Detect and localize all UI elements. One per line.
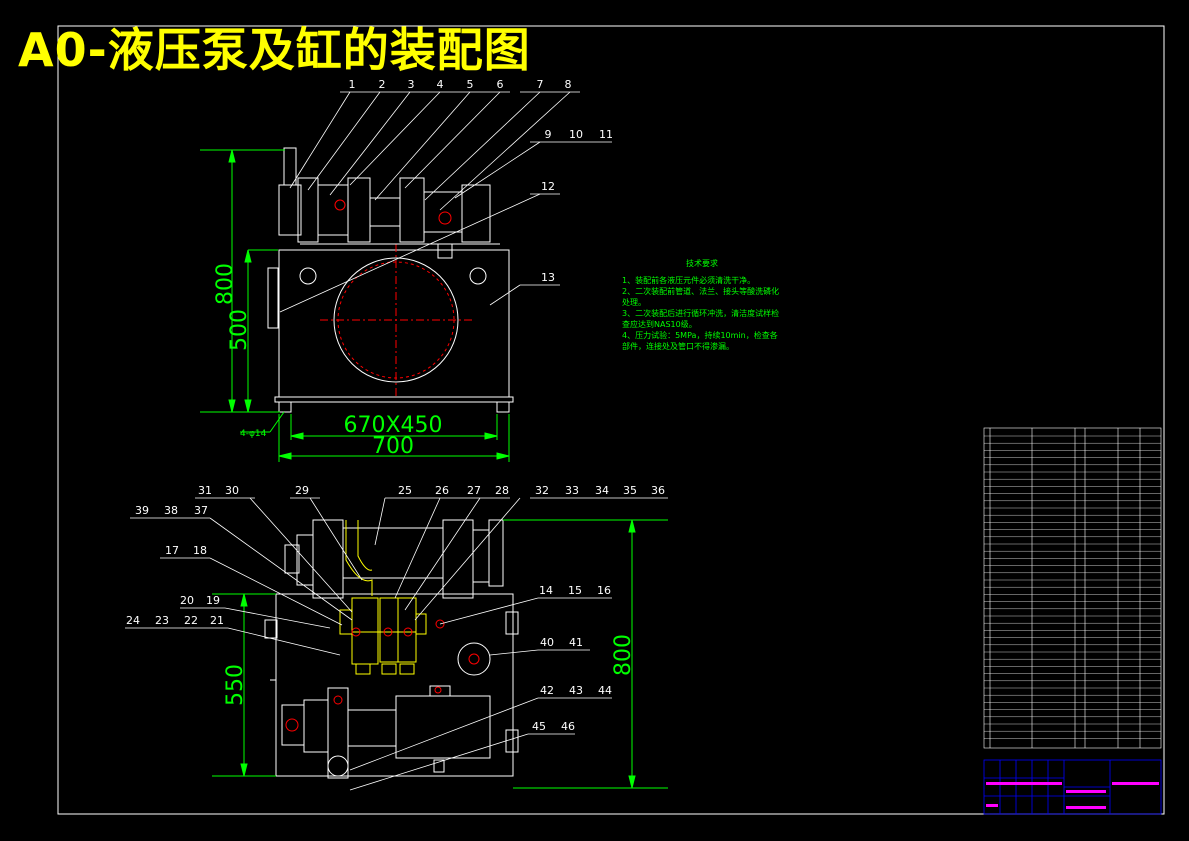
bottom-callout-43: 43 (569, 684, 583, 697)
bottom-callout-28: 28 (495, 484, 509, 497)
top-callout-4: 4 (437, 78, 444, 91)
bottom-callout-19: 19 (206, 594, 220, 607)
bottom-callout-23: 23 (155, 614, 169, 627)
bottom-callout-45: 45 (532, 720, 546, 733)
parts-list (983, 427, 1162, 749)
dim-height-tank-top: 500 (227, 309, 252, 351)
bottom-callout-36: 36 (651, 484, 665, 497)
bottom-callout-31: 31 (198, 484, 212, 497)
port-40 (457, 642, 491, 676)
top-callout-5: 5 (467, 78, 474, 91)
bottom-callout-32: 32 (535, 484, 549, 497)
dim-tank-size: 670X450 (343, 413, 442, 438)
bottom-view-dimensions (212, 519, 668, 789)
bottom-callout-37: 37 (194, 504, 208, 517)
dim-height-total-bottom: 800 (611, 634, 636, 676)
top-callout-8: 8 (565, 78, 572, 91)
top-callout-10: 10 (569, 128, 583, 141)
bottom-callout-35: 35 (623, 484, 637, 497)
bottom-callout-20: 20 (180, 594, 194, 607)
bottom-callout-33: 33 (565, 484, 579, 497)
bottom-callout-34: 34 (595, 484, 609, 497)
technical-requirement-1: 1、装配前各液压元件必须清洗干净。 (622, 276, 756, 285)
technical-requirement-3: 3、二次装配后进行循环冲洗，清洁度试样检查应达到NAS10级。 (622, 309, 780, 329)
bottom-callout-42: 42 (540, 684, 554, 697)
bottom-callout-21: 21 (210, 614, 224, 627)
top-callout-1: 1 (349, 78, 356, 91)
top-callout-12: 12 (541, 180, 555, 193)
dim-holes: 4-φ14 (240, 429, 267, 439)
top-view (267, 147, 514, 413)
top-callout-9: 9 (545, 128, 552, 141)
bottom-callout-27: 27 (467, 484, 481, 497)
title-block-magenta (986, 782, 1159, 809)
bottom-callout-46: 46 (561, 720, 575, 733)
bottom-callout-17: 17 (165, 544, 179, 557)
tank-body-bottom (275, 593, 514, 777)
top-callout-2: 2 (379, 78, 386, 91)
bottom-callout-29: 29 (295, 484, 309, 497)
bottom-callout-22: 22 (184, 614, 198, 627)
technical-requirement-2: 2、二次装配前管道、法兰、接头等酸洗磷化处理。 (622, 287, 780, 307)
drawing-title: A0-液压泵及缸的装配图 (18, 23, 531, 77)
top-callout-13: 13 (541, 271, 555, 284)
top-callout-3: 3 (408, 78, 415, 91)
dim-height-tank-bottom: 550 (223, 664, 248, 706)
bottom-callout-14: 14 (539, 584, 553, 597)
bottom-callout-38: 38 (164, 504, 178, 517)
valve-block (339, 520, 427, 675)
bottom-callout-24: 24 (126, 614, 140, 627)
top-view-dimensions (200, 149, 510, 462)
dim-width-top: 700 (372, 434, 414, 459)
top-callout-7: 7 (537, 78, 544, 91)
bottom-callout-40: 40 (540, 636, 554, 649)
tank-body-top (278, 249, 510, 398)
bottom-callout-30: 30 (225, 484, 239, 497)
bottom-view (264, 519, 519, 779)
bottom-callout-41: 41 (569, 636, 583, 649)
drawing-frame (57, 25, 1165, 815)
bottom-callout-16: 16 (597, 584, 611, 597)
technical-requirements-heading: 技术要求 (686, 259, 718, 268)
bottom-view-red (333, 619, 480, 705)
leader-lines (125, 91, 668, 791)
technical-requirement-4: 4、压力试验：5MPa，持续10min，检查各部件，连接处及管口不得渗漏。 (622, 331, 778, 351)
bottom-callout-44: 44 (598, 684, 612, 697)
dim-height-total-top: 800 (213, 263, 238, 305)
parts-list-rows (984, 435, 1161, 739)
bottom-callout-15: 15 (568, 584, 582, 597)
top-callout-6: 6 (497, 78, 504, 91)
top-callout-11: 11 (599, 128, 613, 141)
bottom-callout-25: 25 (398, 484, 412, 497)
title-block (983, 759, 1162, 815)
bottom-callout-26: 26 (435, 484, 449, 497)
bottom-callout-18: 18 (193, 544, 207, 557)
bottom-callout-39: 39 (135, 504, 149, 517)
technical-requirements: 技术要求 1、装配前各液压元件必须清洗干净。 2、二次装配前管道、法兰、接头等酸… (622, 258, 782, 352)
